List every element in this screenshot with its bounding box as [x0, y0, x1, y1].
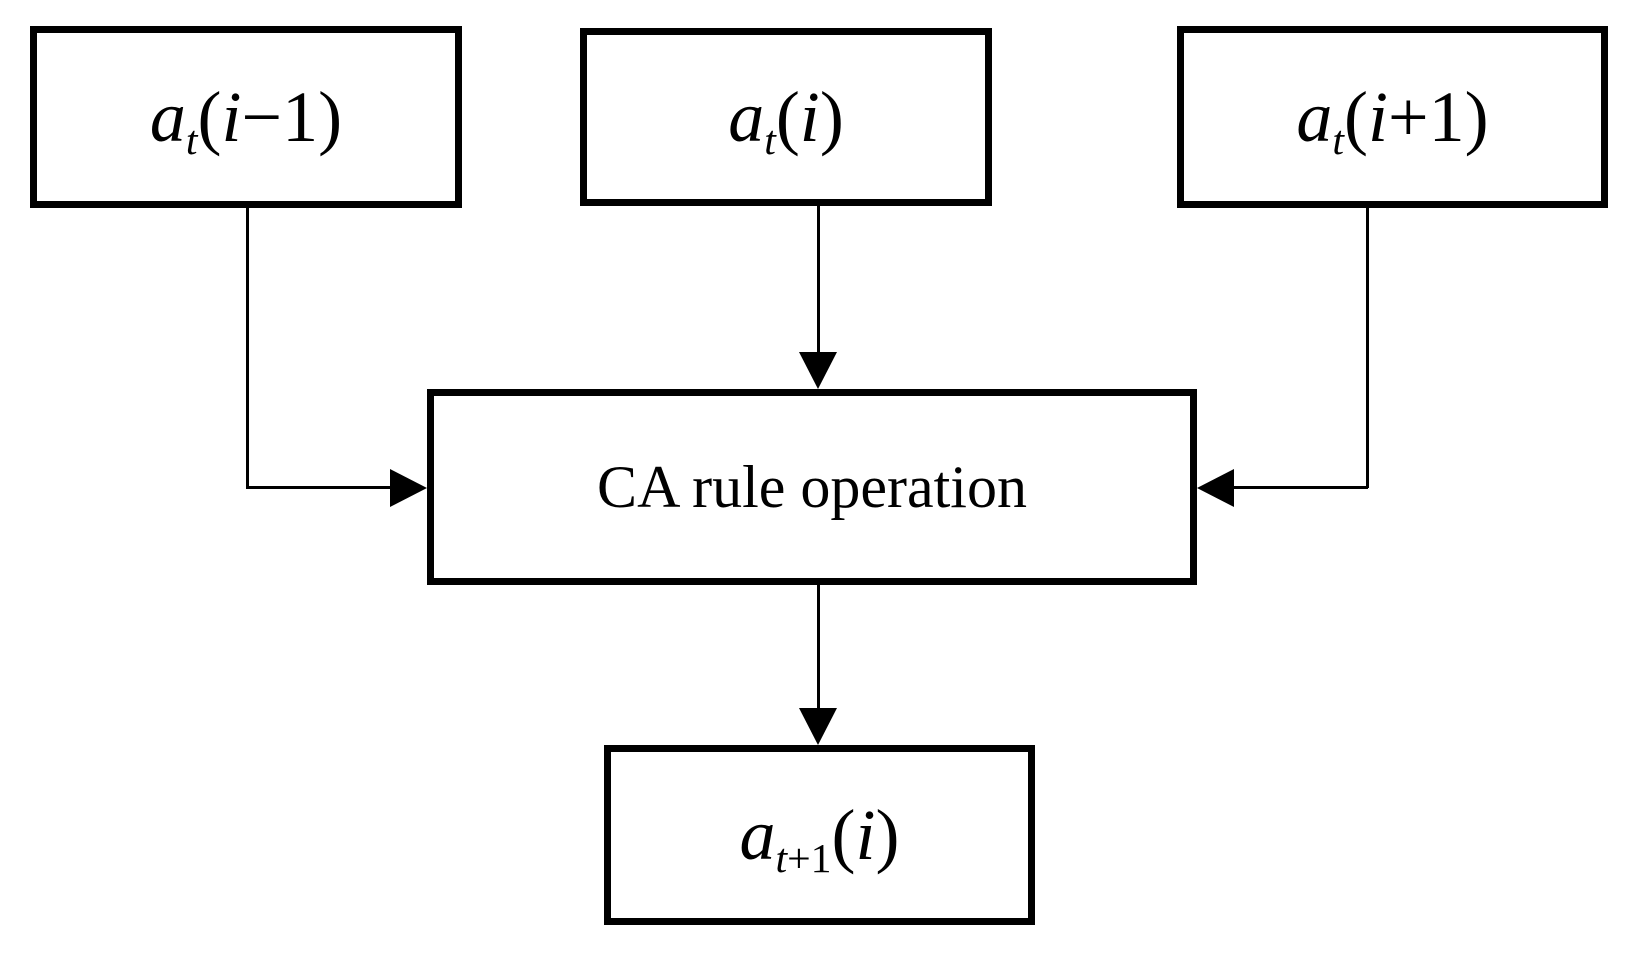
math-subscript-base-t: t	[775, 835, 788, 882]
math-close-paren: )	[318, 77, 343, 157]
math-subscript-t: t	[1332, 117, 1344, 164]
math-base-a: a	[728, 77, 765, 157]
node-label-a-t-i-plus-1: at(i+1)	[1296, 81, 1488, 161]
arrow-left-icon	[1197, 469, 1234, 507]
edge-right-input-horizontal-segment	[1234, 486, 1368, 489]
node-label-ca-rule-operation: CA rule operation	[597, 454, 1027, 520]
math-subscript-t: t	[185, 117, 198, 164]
edge-left-input-horizontal-segment	[246, 486, 390, 489]
edge-center-input-vertical-segment	[817, 203, 820, 355]
node-box-a-t-plus-1-i: at+1(i)	[604, 745, 1035, 925]
math-subscript-operand-1: 1	[810, 835, 832, 882]
math-base-a: a	[739, 795, 776, 875]
arrow-down-icon	[799, 352, 837, 389]
math-operand-1: 1	[1428, 77, 1465, 157]
math-argument-i: i	[799, 77, 820, 157]
math-operator-plus: +	[1388, 77, 1429, 157]
math-argument-i: i	[855, 795, 876, 875]
node-box-ca-rule-operation: CA rule operation	[427, 389, 1197, 585]
math-open-paren: (	[775, 77, 800, 157]
edge-right-input-vertical-segment	[1366, 205, 1369, 488]
edge-output-vertical-segment	[817, 583, 820, 711]
arrow-down-icon	[799, 708, 837, 745]
arrow-right-icon	[390, 469, 427, 507]
node-box-a-t-i-minus-1: at(i−1)	[30, 26, 462, 208]
math-base-a: a	[1296, 77, 1333, 157]
math-argument-i: i	[221, 77, 242, 157]
math-subscript-t: t	[764, 117, 776, 164]
math-subscript-t-plus-1: t+1	[775, 836, 831, 882]
node-label-a-t-i: at(i)	[728, 81, 844, 161]
math-close-paren: )	[1464, 77, 1489, 157]
math-close-paren: )	[875, 795, 900, 875]
math-close-paren: )	[819, 77, 844, 157]
edge-left-input-vertical-segment	[246, 205, 249, 488]
math-open-paren: (	[831, 795, 856, 875]
math-operand-1: 1	[282, 77, 319, 157]
math-open-paren: (	[1344, 77, 1368, 157]
node-label-a-t-plus-1-i: at+1(i)	[739, 799, 899, 879]
math-operator-minus: −	[241, 77, 283, 157]
math-subscript-operator-plus: +	[787, 835, 811, 882]
math-open-paren: (	[197, 77, 222, 157]
node-box-a-t-i-plus-1: at(i+1)	[1177, 26, 1608, 208]
math-base-a: a	[149, 77, 186, 157]
node-label-a-t-i-minus-1: at(i−1)	[150, 81, 342, 161]
math-argument-i: i	[1367, 77, 1388, 157]
node-box-a-t-i: at(i)	[580, 28, 992, 206]
